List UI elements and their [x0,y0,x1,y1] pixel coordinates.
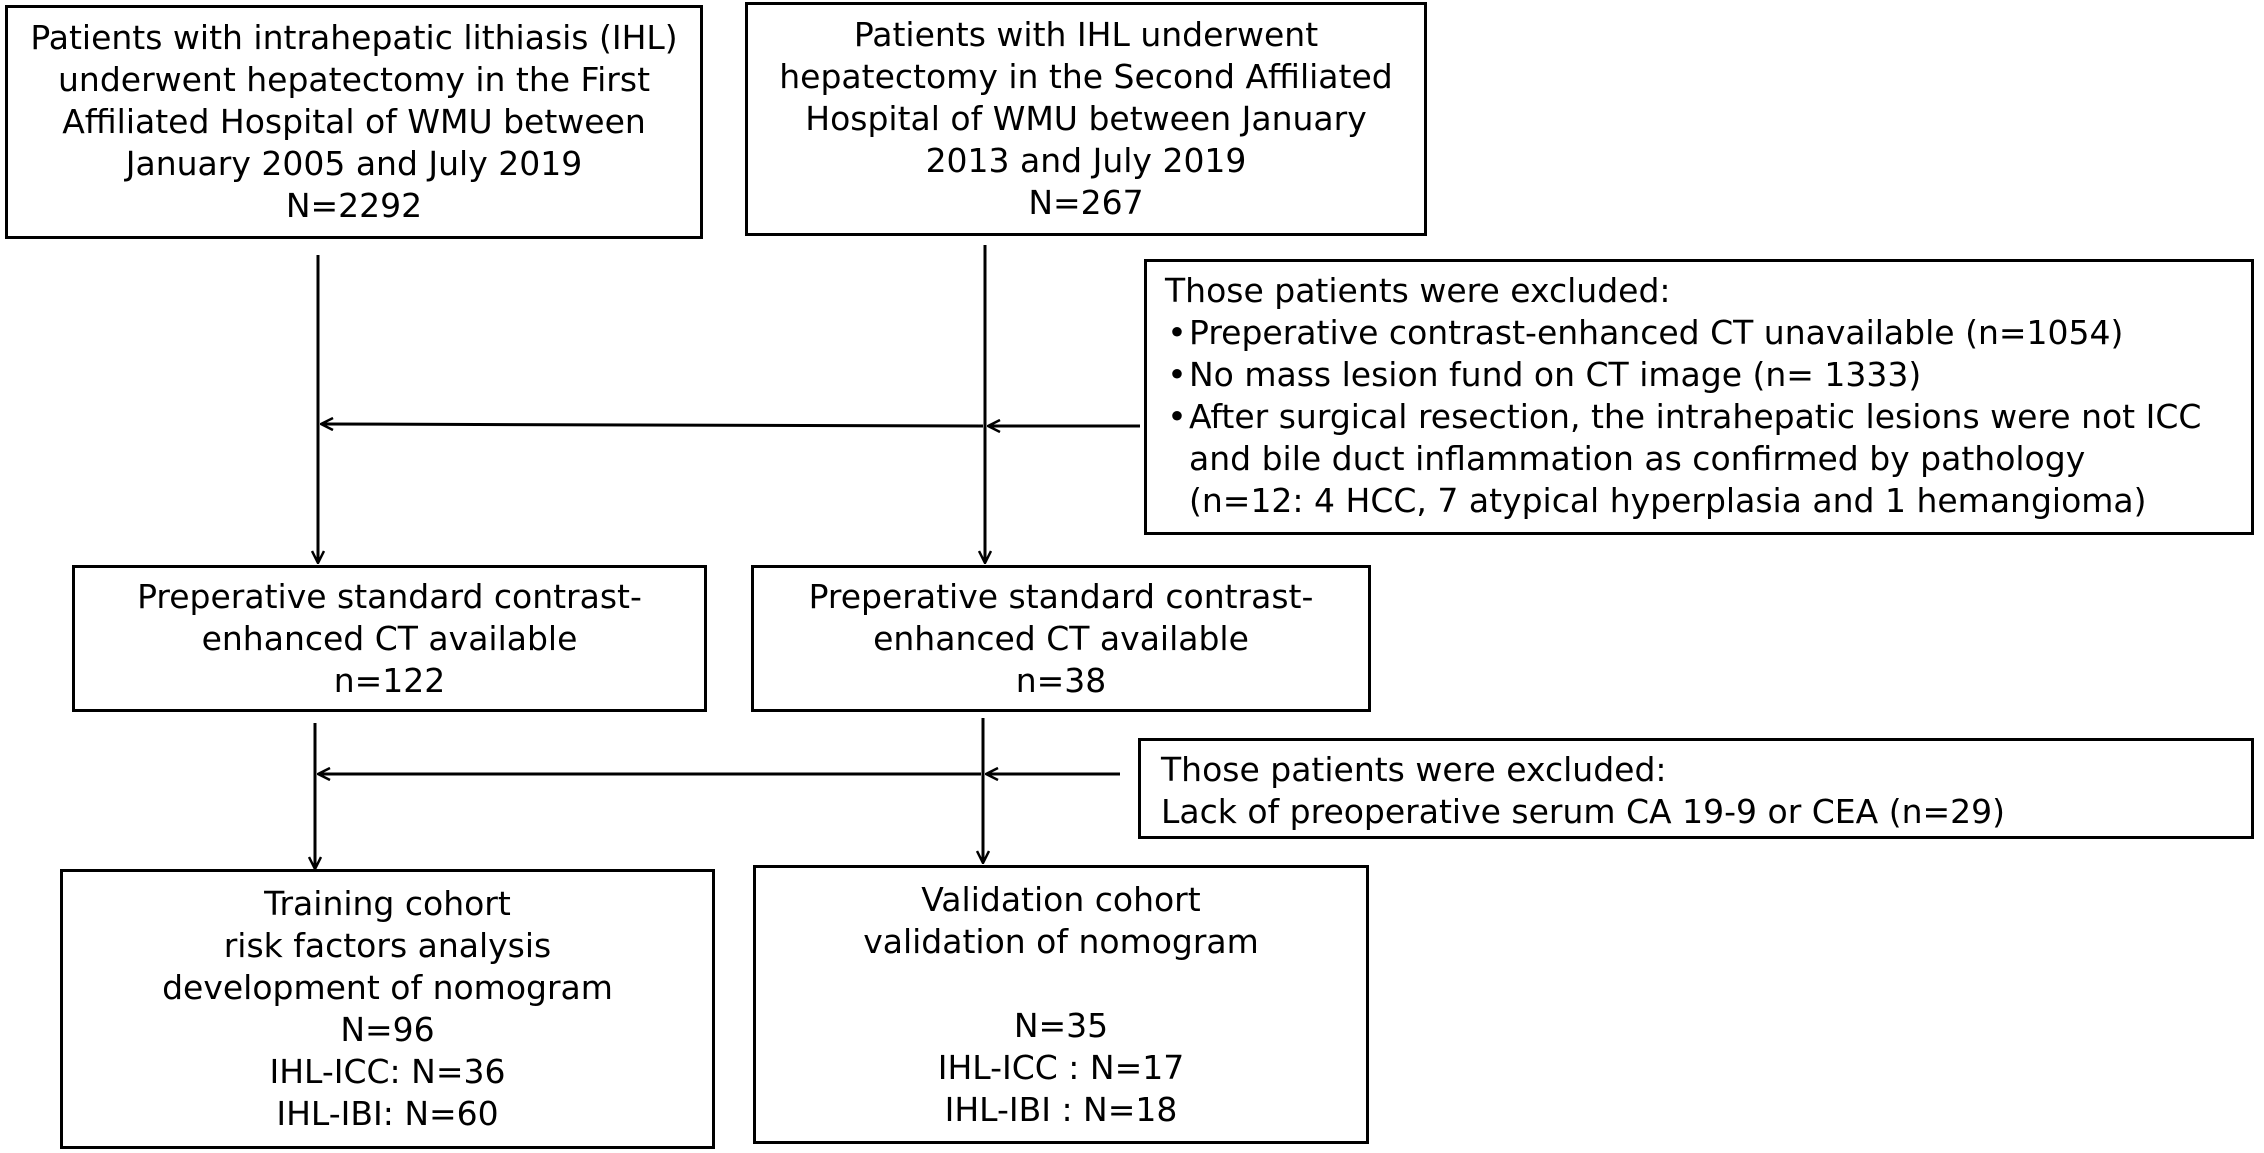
bullet-icon: • [1167,355,1187,394]
ct-available-left-box: Preperative standard contrast- enhanced … [72,565,707,712]
ct-available-right-box: Preperative standard contrast- enhanced … [751,565,1371,712]
exclusion-item: • No mass lesion fund on CT image (n= 13… [1165,354,2251,396]
training-cohort-line: development of nomogram [162,968,613,1007]
ct-available-line: enhanced CT available [873,618,1249,658]
second-hospital-line: Hospital of WMU between January [805,99,1367,138]
bullet-icon: • [1167,397,1187,436]
training-cohort-ibi: IHL-IBI: N=60 [276,1094,499,1133]
first-hospital-line: Patients with intrahepatic lithiasis (IH… [30,18,678,57]
exclusion-heading: Those patients were excluded: [1165,271,1671,310]
validation-cohort-icc: IHL-ICC : N=17 [937,1047,1185,1087]
ct-available-line: Preperative standard contrast- [808,576,1314,616]
ct-available-count: n=38 [1015,660,1107,700]
exclusion-item-text: Lack of preoperative serum CA 19-9 or CE… [1161,792,2006,831]
training-cohort-line: risk factors analysis [223,926,552,965]
validation-cohort-title: Validation cohort [921,879,1201,919]
arrow-right-to-left-1 [322,424,984,426]
exclusion-item-text: After surgical resection, the intrahepat… [1189,397,2202,436]
exclusion-box-2: Those patients were excluded: Lack of pr… [1138,738,2254,839]
bullet-icon: • [1167,313,1187,352]
exclusion-item-text: Preperative contrast-enhanced CT unavail… [1189,313,2124,352]
second-hospital-box: Patients with IHL underwent hepatectomy … [745,2,1427,236]
validation-cohort-line: validation of nomogram [863,921,1259,961]
first-hospital-line: January 2005 and July 2019 [125,144,583,183]
training-cohort-count: N=96 [340,1010,435,1049]
training-cohort-box: Training cohort risk factors analysis de… [60,869,715,1149]
exclusion-item: • After surgical resection, the intrahep… [1165,396,2251,522]
exclusion-box-1: Those patients were excluded: • Preperat… [1144,259,2254,535]
validation-cohort-count: N=35 [1013,1005,1109,1045]
exclusion-item-text: No mass lesion fund on CT image (n= 1333… [1189,355,1922,394]
second-hospital-line: hepatectomy in the Second Affiliated [779,57,1393,96]
second-hospital-line: 2013 and July 2019 [925,141,1247,180]
ct-available-line: Preperative standard contrast- [137,576,642,616]
first-hospital-box: Patients with intrahepatic lithiasis (IH… [5,5,703,239]
second-hospital-line: Patients with IHL underwent [853,15,1319,54]
validation-cohort-box: Validation cohort validation of nomogram… [753,865,1369,1144]
second-hospital-count: N=267 [1028,183,1144,222]
training-cohort-title: Training cohort [264,884,511,923]
first-hospital-line: underwent hepatectomy in the First [57,60,651,99]
exclusion-item-text: (n=12: 4 HCC, 7 atypical hyperplasia and… [1189,481,2147,520]
ct-available-count: n=122 [333,660,446,700]
first-hospital-line: Affiliated Hospital of WMU between [62,102,646,141]
exclusion-item-text: and bile duct inflammation as confirmed … [1189,439,2086,478]
training-cohort-icc: IHL-ICC: N=36 [269,1052,506,1091]
validation-cohort-ibi: IHL-IBI : N=18 [944,1089,1178,1129]
first-hospital-count: N=2292 [285,186,423,225]
exclusion-heading: Those patients were excluded: [1161,750,1667,789]
exclusion-item: • Preperative contrast-enhanced CT unava… [1165,312,2251,354]
ct-available-line: enhanced CT available [201,618,578,658]
